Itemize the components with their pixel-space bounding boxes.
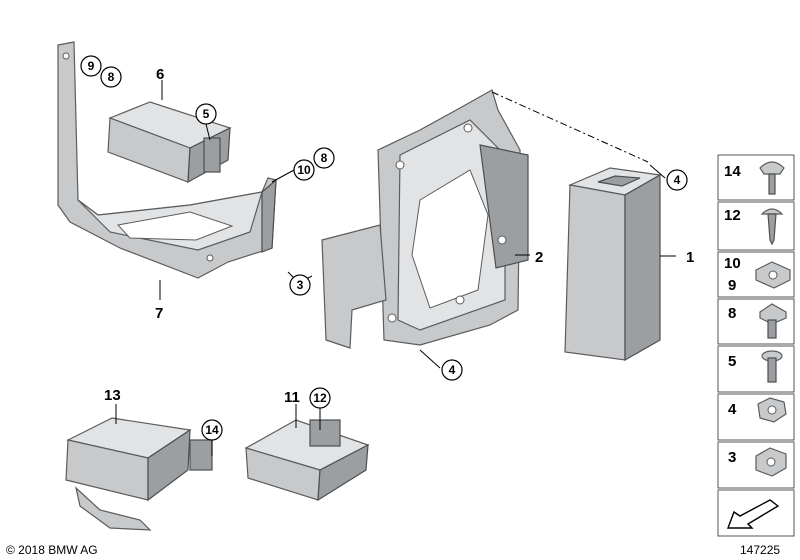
- dash-line: [491, 91, 649, 163]
- fastener-legend: 14 12 10 9 8 5: [717, 154, 795, 537]
- callout-5: 5: [195, 103, 217, 125]
- callout-8-mid: 8: [313, 147, 335, 169]
- svg-text:10: 10: [297, 163, 311, 177]
- callout-7: 7: [155, 305, 163, 322]
- svg-text:5: 5: [203, 107, 210, 121]
- svg-text:9: 9: [728, 277, 736, 294]
- callout-6: 6: [156, 66, 164, 83]
- callout-13: 13: [104, 387, 121, 404]
- legend-item-5[interactable]: 5: [717, 345, 795, 393]
- amplifier-part-1[interactable]: [564, 167, 662, 362]
- copyright-text: © 2018 BMW AG: [6, 543, 98, 557]
- legend-item-12[interactable]: 12: [717, 201, 795, 251]
- control-module-part-13[interactable]: [65, 417, 213, 531]
- svg-text:10: 10: [724, 255, 741, 272]
- arrow-icon: [726, 499, 780, 529]
- legend-item-4[interactable]: 4: [717, 393, 795, 441]
- bracket-part-2[interactable]: [321, 89, 529, 349]
- bracket-part-7[interactable]: [57, 41, 277, 279]
- svg-text:5: 5: [728, 353, 736, 370]
- callout-12: 12: [309, 387, 331, 409]
- callout-3: 3: [289, 274, 311, 296]
- callout-10: 10: [293, 159, 315, 181]
- diagram-number: 147225: [740, 543, 780, 557]
- svg-text:3: 3: [728, 449, 736, 466]
- callout-9: 9: [80, 55, 102, 77]
- legend-arrow-box: [717, 489, 795, 537]
- legend-item-14[interactable]: 14: [717, 154, 795, 201]
- svg-text:4: 4: [728, 401, 737, 418]
- control-module-part-6[interactable]: [107, 101, 232, 184]
- callout-2: 2: [535, 249, 543, 266]
- callout-8-top: 8: [100, 66, 122, 88]
- svg-text:12: 12: [724, 207, 741, 224]
- svg-text:4: 4: [449, 363, 456, 377]
- svg-text:14: 14: [205, 423, 219, 437]
- svg-text:8: 8: [108, 70, 115, 84]
- svg-text:8: 8: [321, 151, 328, 165]
- callout-14: 14: [201, 419, 223, 441]
- svg-text:3: 3: [297, 278, 304, 292]
- callout-1: 1: [686, 249, 694, 266]
- svg-text:8: 8: [728, 305, 736, 322]
- svg-text:9: 9: [88, 59, 95, 73]
- control-module-part-11[interactable]: [244, 419, 370, 502]
- svg-text:4: 4: [674, 173, 681, 187]
- callout-11: 11: [284, 389, 300, 406]
- callout-4-upper: 4: [666, 169, 688, 191]
- svg-text:12: 12: [313, 391, 327, 405]
- leader-lines: [115, 80, 676, 456]
- callout-4-lower: 4: [441, 359, 463, 381]
- legend-item-3[interactable]: 3: [717, 441, 795, 489]
- legend-item-8[interactable]: 8: [717, 298, 795, 345]
- legend-item-10-9[interactable]: 10 9: [717, 251, 795, 298]
- svg-text:14: 14: [724, 163, 741, 180]
